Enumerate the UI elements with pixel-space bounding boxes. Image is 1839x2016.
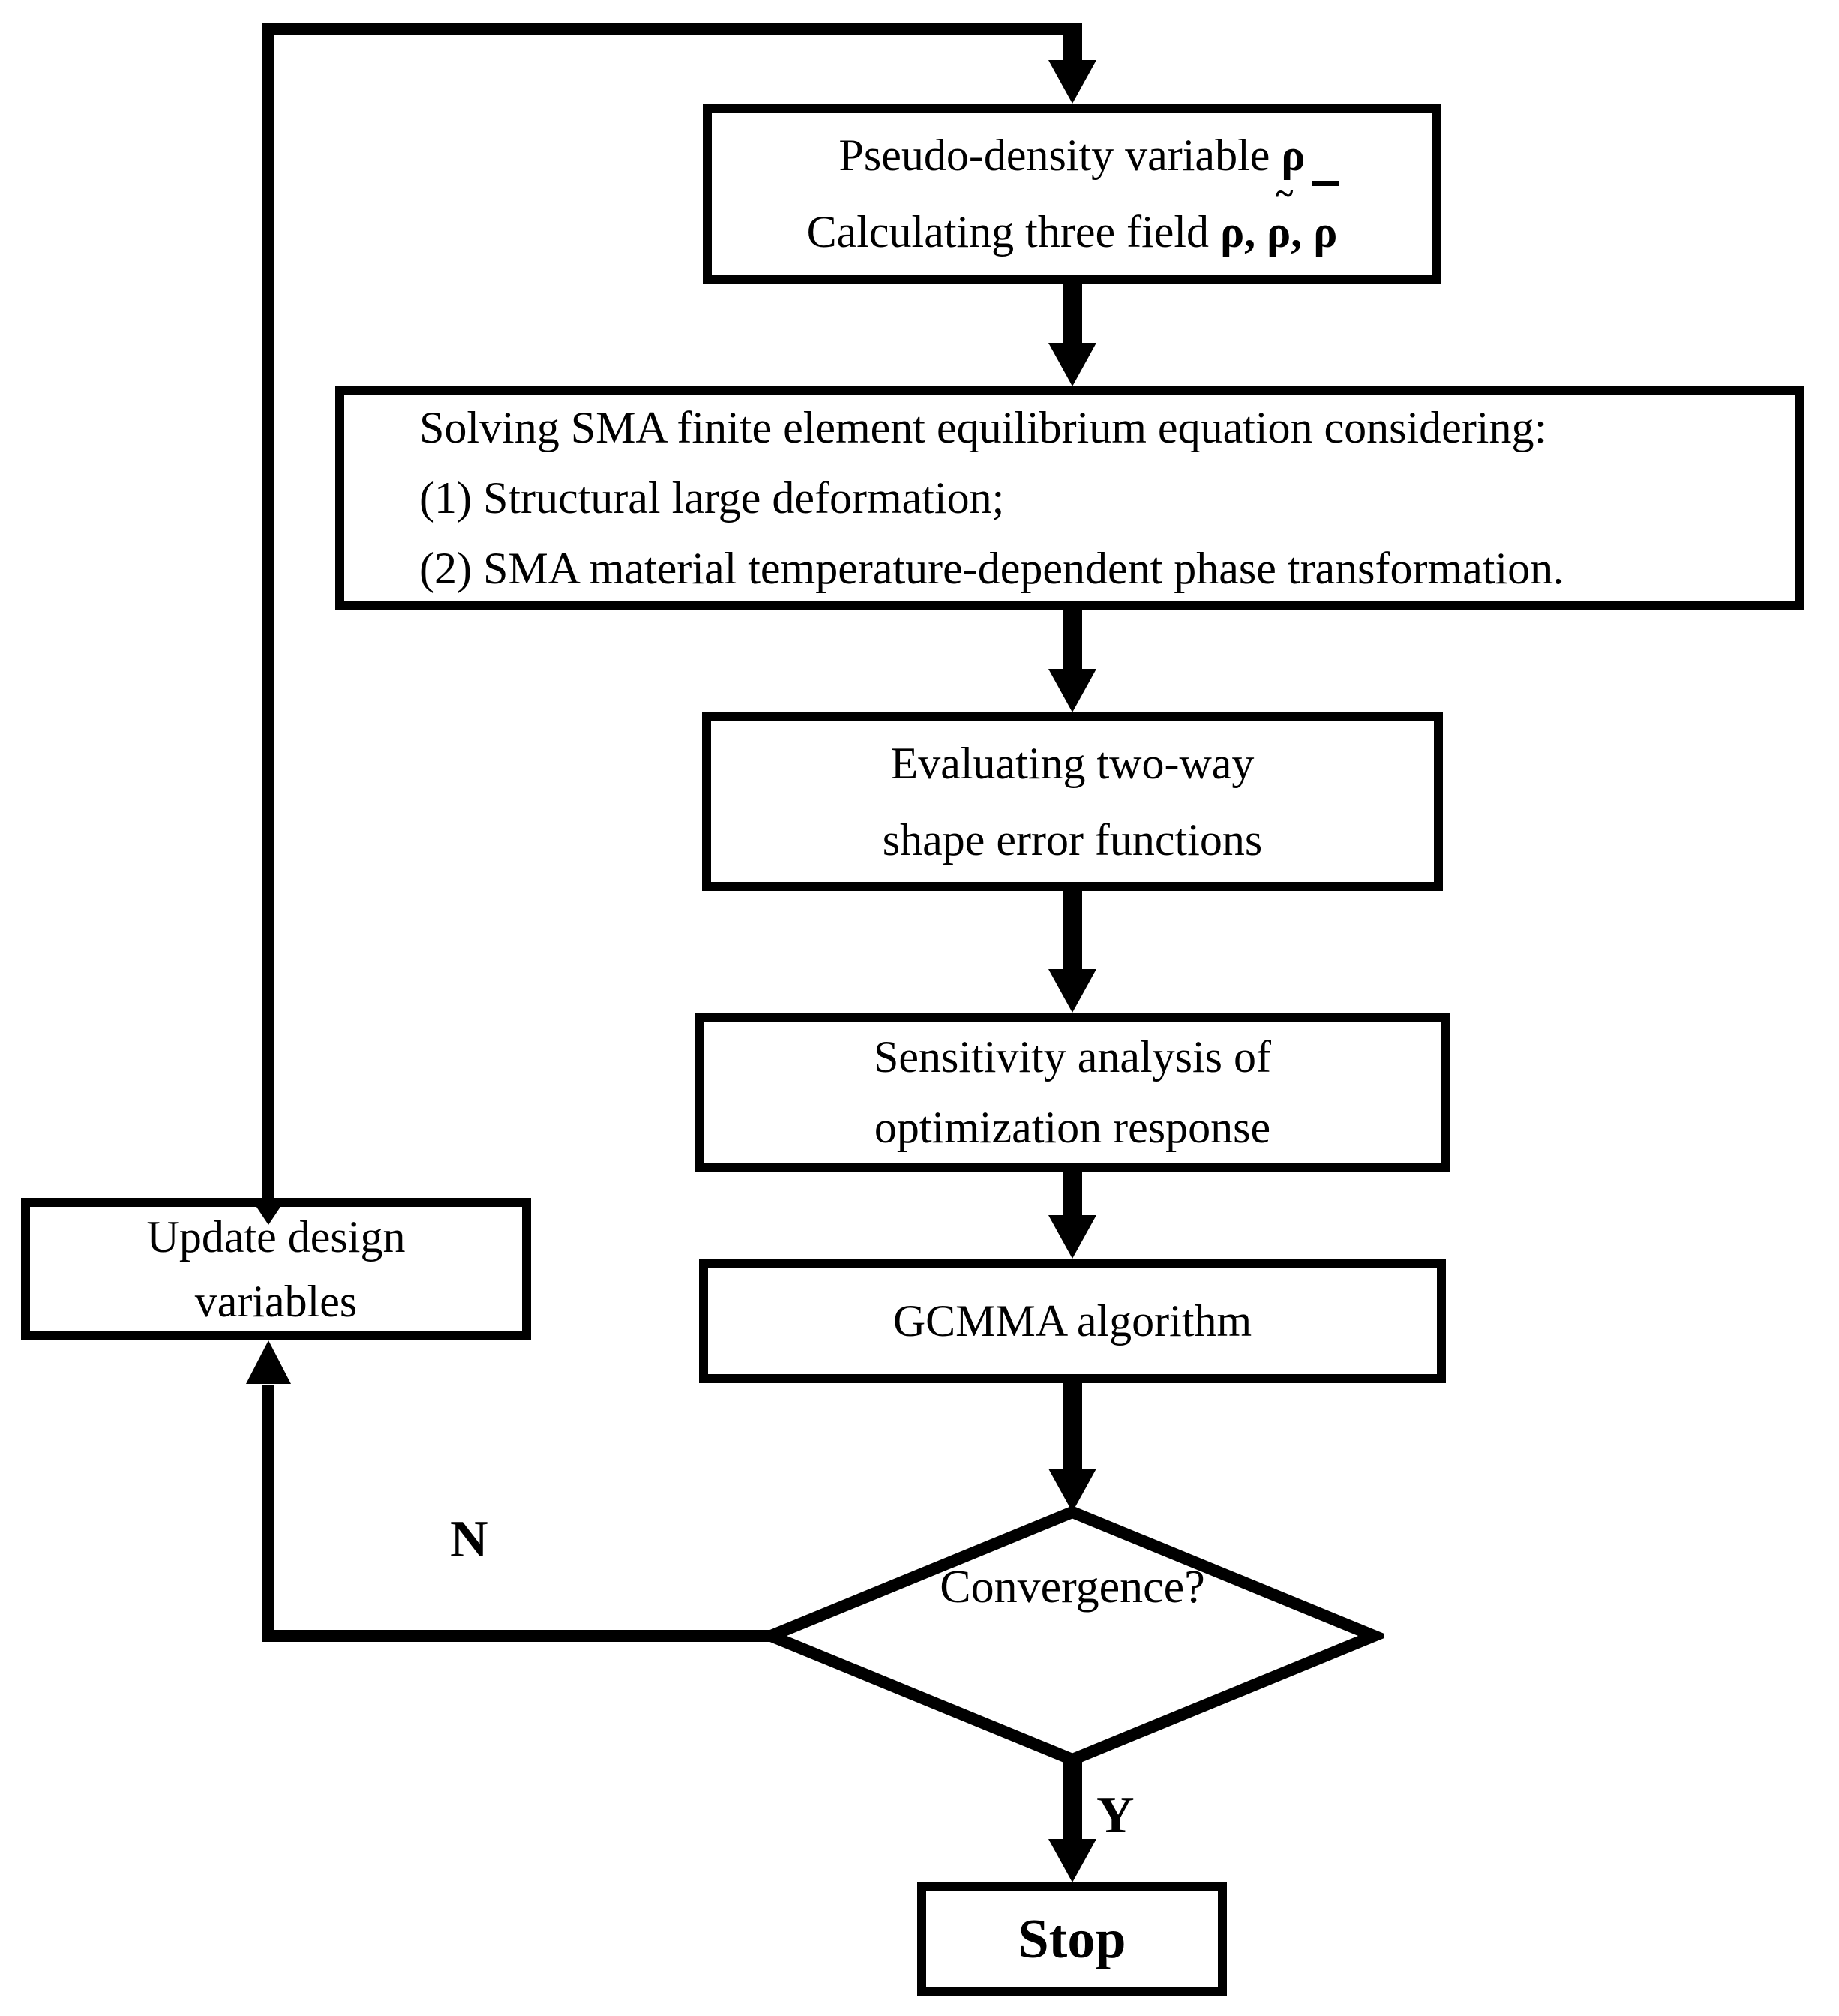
arrowhead-into-convergence [1048,1468,1096,1512]
no-branch-label: N [450,1510,488,1568]
connector-no-horizontal [262,1630,774,1642]
arrowhead-into-update [246,1340,291,1384]
arrowhead-into-solve [1048,343,1096,386]
connector-gcmma-to-convergence [1063,1383,1082,1472]
stop-label: Stop [1018,1909,1126,1970]
connector-solve-to-evaluate [1063,610,1082,671]
rho-symbol: ρ [1281,130,1306,180]
update-top-line-end-nub [256,1207,280,1225]
arrowhead-into-sensitivity [1048,969,1096,1012]
connector-pseudo-to-solve [1063,284,1082,345]
yes-branch-label: Y [1096,1786,1135,1844]
sensitivity-line2: optimization response [874,1102,1271,1152]
connector-loop-to-pseudo-density [1063,28,1082,63]
rho-bar-symbol: ρ [1312,182,1340,270]
arrowhead-into-evaluate [1048,669,1096,712]
gcmma-label: GCMMA algorithm [892,1296,1252,1346]
feedback-left-rail [262,23,274,1198]
node-convergence-shape [760,1505,1384,1766]
arrowhead-into-stop [1048,1839,1096,1882]
connector-no-vertical [262,1385,274,1642]
connector-yes-to-stop [1063,1760,1082,1842]
feedback-top-rail [262,23,1082,35]
macron-mark [1312,182,1340,187]
rho-tilde-symbol: ~ρ, [1267,174,1303,256]
node-evaluate: Evaluating two-way shape error functions [702,712,1443,891]
pseudo-density-line1: Pseudo-density variable ρ [838,130,1306,180]
convergence-label: Convergence? [940,1562,1205,1612]
node-pseudo-density: Pseudo-density variable ρ Calculating th… [703,104,1442,284]
convergence-diamond [760,1505,1384,1766]
arrowhead-into-gcmma [1048,1215,1096,1258]
node-sensitivity: Sensitivity analysis of optimization res… [694,1012,1450,1172]
arrowhead-into-pseudo-density [1048,60,1096,104]
node-solve-sma: Solving SMA finite element equilibrium e… [335,386,1804,610]
connector-sensitivity-to-gcmma [1063,1172,1082,1218]
update-line2: variables [194,1276,358,1326]
rho-plain-symbol: ρ, [1220,207,1256,256]
pseudo-density-line2: Calculating three field ρ, ~ρ, ρ [807,174,1340,270]
tilde-mark: ~ [1276,174,1294,212]
solve-sma-line2: (1) Structural large deformation; [419,473,1005,523]
sensitivity-line1: Sensitivity analysis of [874,1032,1271,1082]
node-gcmma: GCMMA algorithm [699,1258,1446,1383]
solve-sma-line1: Solving SMA finite element equilibrium e… [419,403,1547,452]
evaluate-line2: shape error functions [882,815,1263,865]
connector-evaluate-to-sensitivity [1063,891,1082,970]
node-stop: Stop [917,1882,1227,1996]
solve-sma-line3: (2) SMA material temperature-dependent p… [419,544,1564,593]
evaluate-line1: Evaluating two-way [890,739,1255,788]
